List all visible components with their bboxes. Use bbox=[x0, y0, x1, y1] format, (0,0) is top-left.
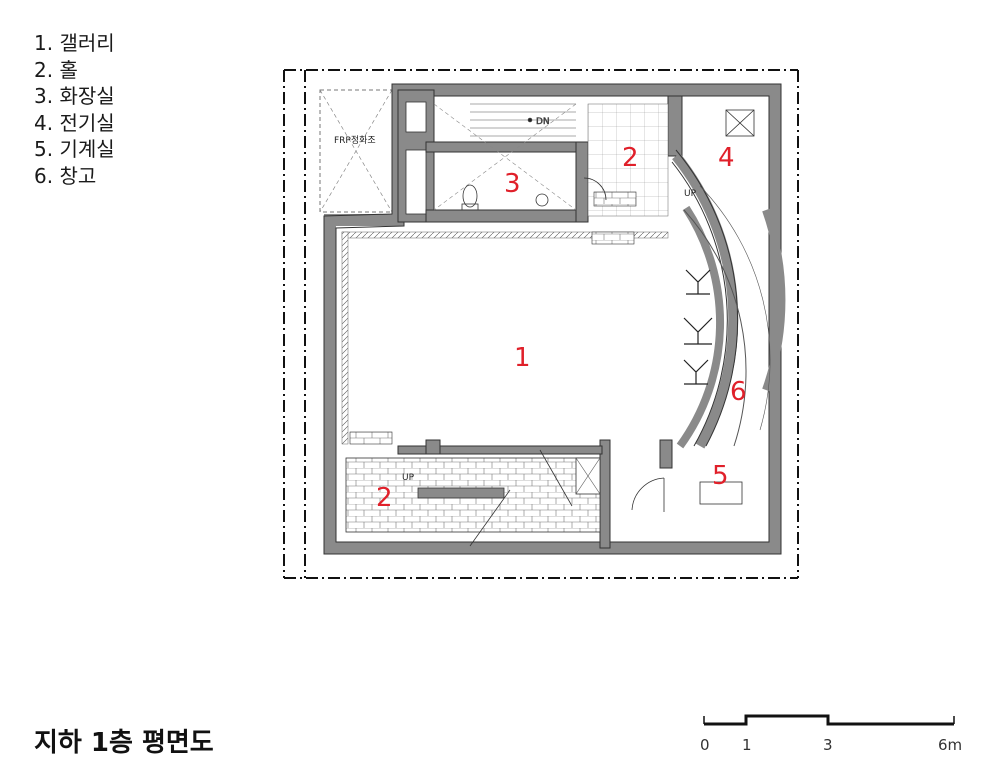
property-boundary bbox=[283, 69, 799, 579]
upper-stair: DN bbox=[433, 103, 577, 211]
scale-tick-0: 0 bbox=[700, 736, 710, 754]
gallery-insulation bbox=[341, 231, 669, 445]
room-number-hall: 2 bbox=[622, 143, 639, 173]
curved-ramp: UP bbox=[683, 185, 771, 447]
scale-tick-6m: 6m bbox=[938, 736, 962, 754]
room-number-electrical: 4 bbox=[718, 143, 735, 173]
room-legend: 1. 갤러리 2. 홀 3. 화장실 4. 전기실 5. 기계실 6. 창고 bbox=[34, 30, 115, 189]
scale-bar: 0 1 3 6m bbox=[700, 714, 962, 754]
stair-up-label: UP bbox=[402, 473, 415, 483]
scale-tick-1: 1 bbox=[742, 736, 752, 754]
plan-title: 지하 1층 평면도 bbox=[34, 728, 214, 758]
legend-item-electrical-room: 4. 전기실 bbox=[34, 110, 115, 135]
scale-tick-3: 3 bbox=[823, 736, 833, 754]
legend-item-gallery: 1. 갤러리 bbox=[34, 31, 115, 55]
legend-item-hall: 2. 홀 bbox=[34, 57, 78, 82]
electrical-room bbox=[725, 109, 755, 137]
septic-tank: FRP정화조 bbox=[319, 89, 393, 213]
planters bbox=[683, 269, 713, 385]
dn-label: DN bbox=[536, 117, 550, 127]
room-number-mechanical: 5 bbox=[712, 461, 729, 491]
ramp-up-label: UP bbox=[684, 189, 697, 199]
toilet bbox=[462, 184, 478, 208]
septic-tank-label: FRP정화조 bbox=[334, 135, 376, 146]
room-number-storage: 6 bbox=[730, 377, 747, 407]
room-number-gallery: 1 bbox=[514, 343, 531, 373]
building-walls bbox=[323, 83, 786, 555]
legend-item-restroom: 3. 화장실 bbox=[34, 84, 115, 108]
legend-item-mechanical-room: 5. 기계실 bbox=[34, 137, 115, 161]
room-number-hall-lower: 2 bbox=[376, 483, 393, 513]
floor-drain bbox=[535, 193, 549, 207]
room-numbers: 1 2 3 4 5 6 2 bbox=[376, 143, 747, 513]
hall-tile-floor bbox=[587, 103, 669, 217]
mechanical-room bbox=[631, 477, 743, 512]
legend-item-storage: 6. 창고 bbox=[34, 163, 97, 188]
room-number-restroom: 3 bbox=[504, 169, 521, 199]
restroom-fixtures bbox=[461, 177, 607, 211]
lower-stair: UP bbox=[345, 449, 601, 547]
